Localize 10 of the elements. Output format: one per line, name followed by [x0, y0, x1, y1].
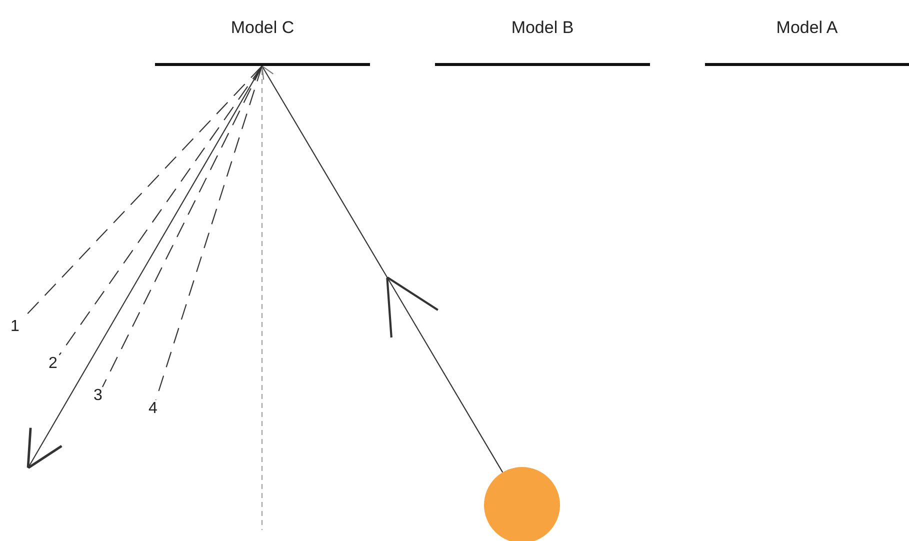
surface-label: Model B — [511, 18, 574, 38]
ray-number: 2 — [46, 355, 60, 373]
ray-number: 1 — [8, 318, 22, 336]
ray-number: 3 — [91, 387, 105, 405]
surface-label: Model C — [230, 18, 294, 38]
dashed-ray — [155, 66, 263, 400]
dashed-ray — [58, 66, 262, 356]
surface-label: Model A — [776, 18, 838, 38]
ray-arrow — [262, 66, 504, 473]
ray-number: 4 — [146, 400, 160, 418]
